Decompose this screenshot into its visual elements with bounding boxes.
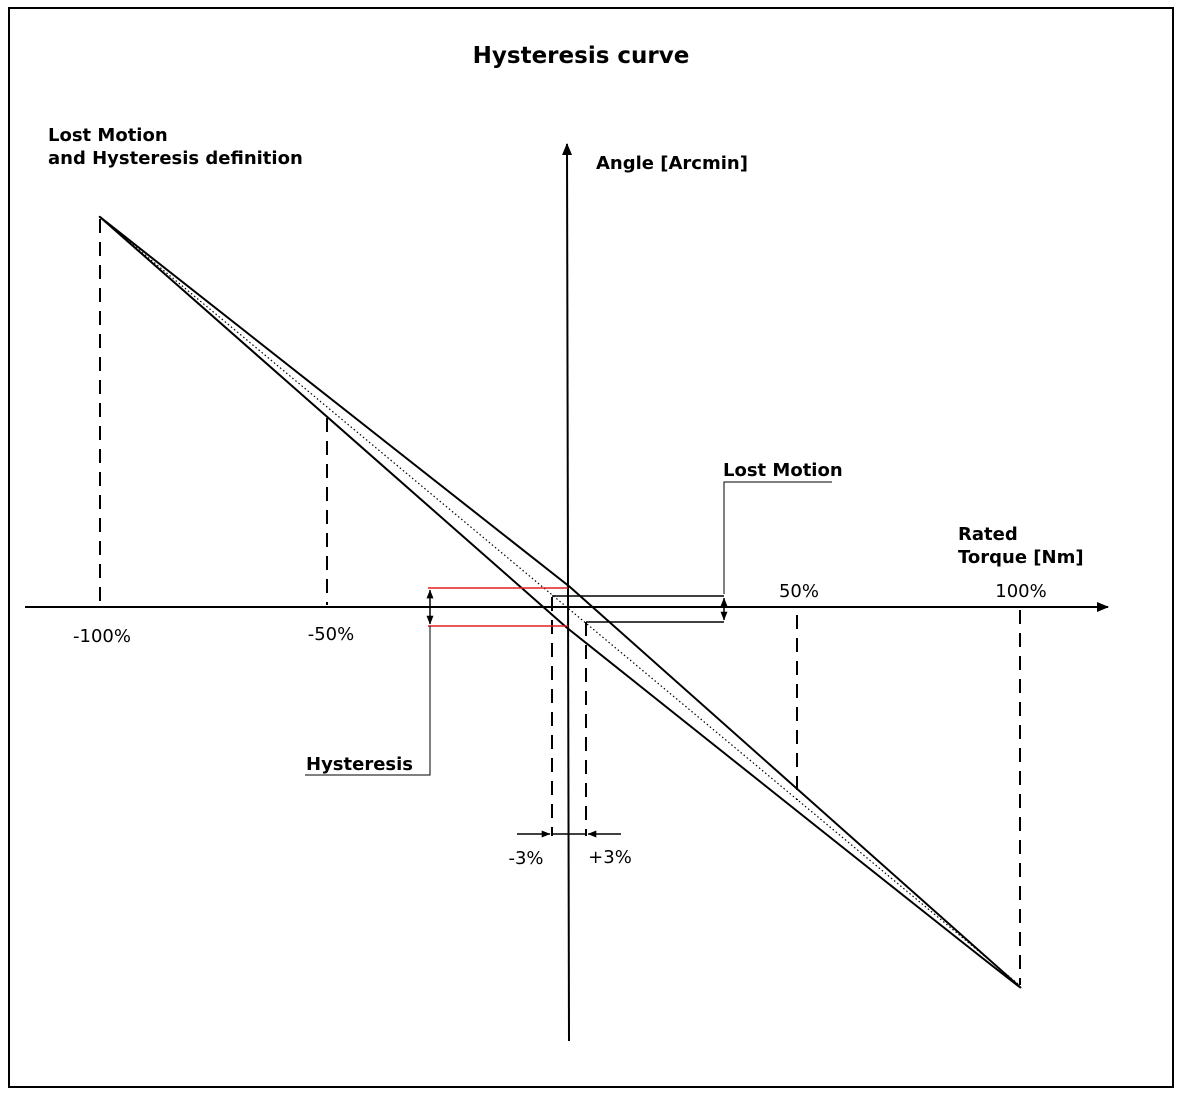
y-axis-label: Angle [Arcmin]	[596, 153, 748, 174]
mean-line	[101, 218, 1019, 985]
tick-label-pos3: +3%	[588, 847, 632, 868]
tick-label-neg100: -100%	[73, 626, 131, 647]
y-axis	[562, 143, 573, 1042]
diagram-title: Hysteresis curve	[473, 43, 690, 69]
diagram-subtitle-line2: and Hysteresis definition	[48, 148, 303, 169]
hysteresis-leader	[305, 626, 431, 776]
diagram-frame	[8, 7, 1174, 1088]
x-axis-label-line2: Torque [Nm]	[958, 547, 1084, 568]
hysteresis-label: Hysteresis	[306, 754, 413, 775]
tick-label-pos100: 100%	[995, 581, 1046, 602]
lost-motion-leader	[723, 481, 832, 594]
hysteresis-loop-lower-branch	[99, 216, 1022, 989]
lost-motion-label: Lost Motion	[723, 460, 843, 481]
tick-label-neg50: -50%	[308, 624, 355, 645]
tick-label-pos50: 50%	[779, 581, 819, 602]
diagram-subtitle-line1: Lost Motion	[48, 125, 168, 146]
tick-label-neg3: -3%	[508, 848, 543, 869]
x-axis-label-line1: Rated	[958, 524, 1018, 545]
